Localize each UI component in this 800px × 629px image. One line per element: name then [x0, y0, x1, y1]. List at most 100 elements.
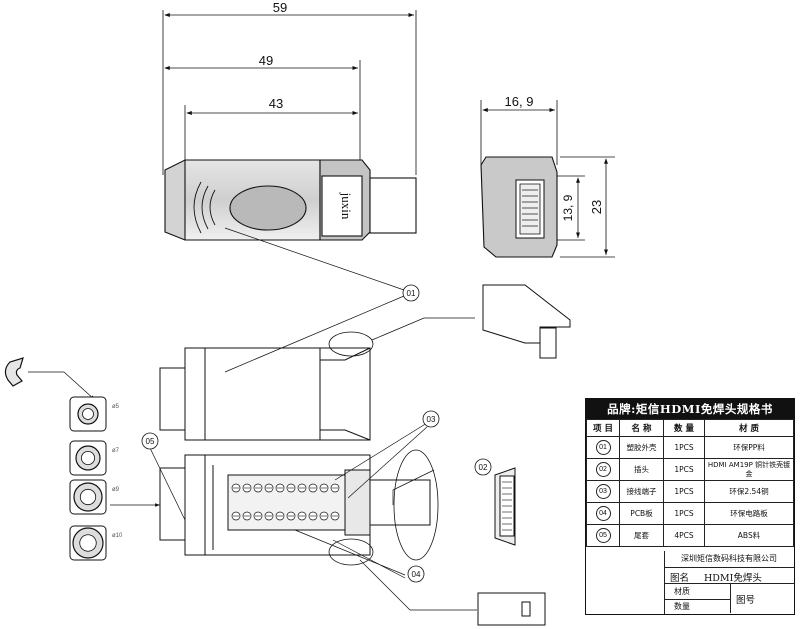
tail-rings: ø5 ø7 ø9 ø10: [69, 396, 123, 561]
callout-label: 03: [427, 415, 436, 424]
exploded-assembly: [159, 347, 431, 556]
hdmi-plug-pins: [502, 481, 512, 531]
row-material: 环保PP料: [704, 436, 794, 459]
terminal-screw: [275, 483, 285, 493]
row-index: 02: [595, 462, 611, 477]
spec-grid: 项 目 名 称 数 量 材 质 01 塑胶外壳 1PCS 环保PP料 02 插头…: [586, 419, 794, 547]
ring-part: ø7: [69, 440, 120, 476]
clip-part: [4, 357, 24, 387]
row-name: PCB板: [619, 502, 664, 525]
company-name: 深圳矩信数码科技有限公司: [664, 551, 794, 568]
leader-lines: [28, 227, 477, 611]
top-view-dimensions: [162, 10, 417, 175]
ring-size-label: ø7: [112, 448, 120, 454]
material-label: 材质: [674, 587, 690, 596]
terminal-screw: [286, 511, 296, 521]
detached-cap: [482, 284, 571, 359]
brand-label: juxin: [339, 192, 354, 220]
row-qty: 1PCS: [663, 458, 705, 481]
dim-body-length: 43: [269, 96, 283, 111]
terminal-screw: [264, 483, 274, 493]
table-row: 02 插头 1PCS HDMI AM19P 铜针铁壳镀金: [586, 458, 794, 481]
terminal-screw: [286, 483, 296, 493]
title-block-divider: [664, 551, 665, 614]
row-material: 环保电路板: [704, 502, 794, 525]
ring-part: ø5: [69, 396, 120, 432]
quantity-label: 数量: [674, 602, 690, 611]
row-material: ABS料: [704, 524, 794, 547]
dim-overall-length: 59: [273, 0, 287, 15]
row-name: 尾套: [619, 524, 664, 547]
hdmi-plug: [494, 467, 516, 546]
terminal-screw: [297, 511, 307, 521]
header-qty: 数 量: [663, 419, 705, 437]
terminal-screw: [242, 511, 252, 521]
terminal-screw: [253, 483, 263, 493]
highlight-ellipses: [328, 331, 439, 566]
dim-mid-length: 49: [259, 53, 273, 68]
drawing-no-label: 图号: [736, 595, 756, 606]
row-index: 04: [595, 506, 611, 521]
terminal-screw: [297, 483, 307, 493]
header-material: 材 质: [704, 419, 794, 437]
row-material: 环保2.54铜: [704, 480, 794, 503]
callout-label: 05: [146, 437, 155, 446]
callout-label: 01: [407, 289, 416, 298]
callout-bubbles: 01 02 03 04 05: [141, 284, 492, 583]
ring-size-label: ø9: [112, 487, 120, 493]
dim-side-height: 23: [589, 200, 604, 214]
terminal-screw: [242, 483, 252, 493]
drawing-name-value: HDMI免焊头: [704, 573, 762, 584]
row-index: 01: [595, 440, 611, 455]
terminal-screw: [330, 483, 340, 493]
callout-label: 02: [479, 463, 488, 472]
row-name: 接线端子: [619, 480, 664, 503]
spec-table: 品牌:矩信HDMI免焊头规格书 项 目 名 称 数 量 材 质 01 塑胶外壳 …: [585, 398, 795, 615]
terminal-screw: [319, 483, 329, 493]
ring-size-label: ø5: [112, 404, 120, 410]
row-qty: 1PCS: [663, 436, 705, 459]
callout-05: 05: [141, 432, 159, 450]
title-block: 深圳矩信数码科技有限公司 图名 HDMI免焊头 材质 数量 图号: [586, 551, 794, 614]
title-block-line: [664, 583, 794, 584]
terminal-screws: [231, 483, 340, 521]
callout-03: 03: [422, 410, 440, 428]
terminal-screw: [253, 511, 263, 521]
row-index: 03: [595, 484, 611, 499]
spec-header-row: 项 目 名 称 数 量 材 质: [586, 419, 794, 437]
row-qty: 4PCS: [663, 524, 705, 547]
callout-01: 01: [402, 284, 420, 302]
row-name: 插头: [619, 458, 664, 481]
title-block-line: [664, 599, 730, 600]
terminal-screw: [330, 511, 340, 521]
terminal-screw: [231, 483, 241, 493]
connector-top-view: [164, 159, 417, 241]
row-name: 塑胶外壳: [619, 436, 664, 459]
table-row: 05 尾套 4PCS ABS料: [586, 524, 794, 547]
callout-label: 04: [412, 570, 421, 579]
pcb-part: [477, 592, 546, 626]
ring-size-label: ø10: [112, 533, 123, 539]
callout-04: 04: [407, 565, 425, 583]
row-material: HDMI AM19P 铜针铁壳镀金: [704, 458, 794, 481]
spec-title: 品牌:矩信HDMI免焊头规格书: [586, 399, 794, 419]
side-view-pins: [522, 189, 538, 227]
terminal-screw: [264, 511, 274, 521]
side-view: [480, 100, 615, 258]
row-qty: 1PCS: [663, 480, 705, 503]
terminal-screw: [231, 511, 241, 521]
table-row: 04 PCB板 1PCS 环保电路板: [586, 502, 794, 525]
table-row: 01 塑胶外壳 1PCS 环保PP料: [586, 436, 794, 459]
row-qty: 1PCS: [663, 502, 705, 525]
dim-side-inner-height: 13, 9: [561, 194, 575, 221]
header-name: 名 称: [619, 419, 664, 437]
drawing-name-label: 图名: [670, 573, 690, 584]
row-index: 05: [595, 528, 611, 543]
ring-part: ø10: [69, 525, 123, 561]
callout-02: 02: [474, 458, 492, 476]
table-row: 03 接线端子 1PCS 环保2.54铜: [586, 480, 794, 503]
terminal-screw: [275, 511, 285, 521]
terminal-screw: [308, 511, 318, 521]
ring-part: ø9: [69, 479, 120, 515]
